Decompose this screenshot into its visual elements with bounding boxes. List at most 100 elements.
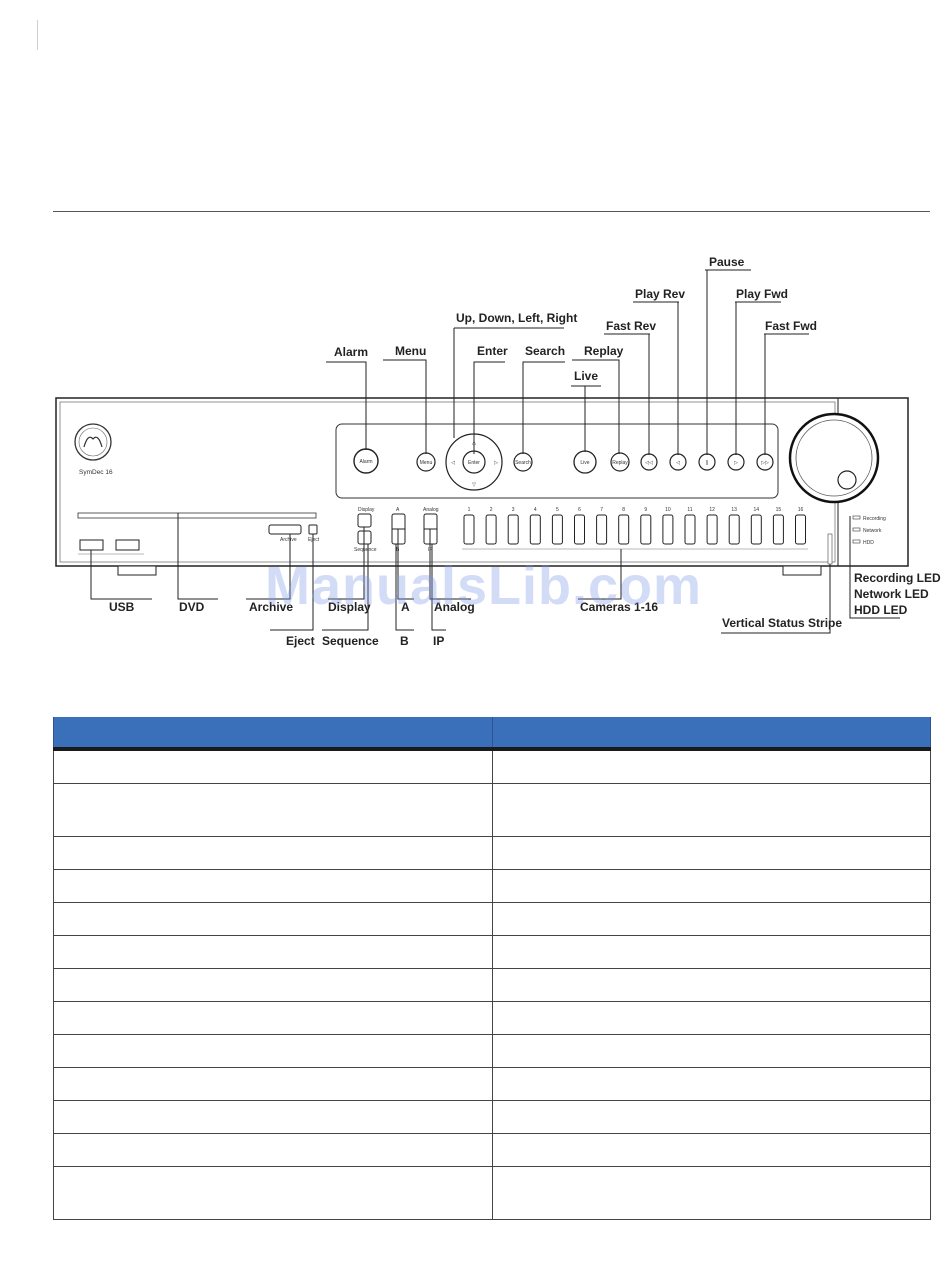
callout-replay: Replay	[584, 344, 624, 358]
table-cell	[491, 836, 931, 870]
callout-recording-led: Recording LED	[854, 571, 941, 585]
camera-number-label: 13	[731, 507, 737, 513]
callout-eject: Eject	[286, 634, 315, 648]
table-row	[53, 1067, 931, 1101]
callout-play-fwd: Play Fwd	[736, 287, 788, 301]
callout-hdd-led: HDD LED	[854, 603, 908, 617]
display-button	[357, 513, 372, 528]
table-row	[53, 869, 931, 903]
camera-button[interactable]	[728, 514, 740, 545]
live-button: Live	[573, 450, 597, 474]
callout-up-down-left-right: Up, Down, Left, Right	[456, 311, 577, 325]
foot-left	[117, 565, 157, 576]
camera-button[interactable]	[640, 514, 652, 545]
callout-enter: Enter	[477, 344, 508, 358]
fast-fwd-button: ▷▷	[756, 453, 774, 471]
camera-button[interactable]	[618, 514, 630, 545]
callout-a: A	[401, 600, 410, 614]
table-header-cell	[53, 717, 493, 751]
table-cell	[53, 1100, 493, 1134]
camera-number-label: 10	[665, 507, 671, 513]
camera-button[interactable]	[706, 514, 718, 545]
table-row	[53, 902, 931, 936]
right-arrow-icon: ▷	[494, 460, 498, 466]
camera-number-label: 6	[578, 507, 581, 513]
svg-text:||: ||	[706, 460, 709, 466]
camera-button[interactable]	[684, 514, 696, 545]
camera-button[interactable]	[463, 514, 475, 545]
callout-vertical-status-stripe: Vertical Status Stripe	[722, 616, 842, 630]
direction-pad: Enter △ ▽ ◁ ▷	[445, 433, 503, 491]
table-cell	[53, 902, 493, 936]
table-cell	[53, 1133, 493, 1167]
table-cell	[53, 1001, 493, 1035]
table-row	[53, 935, 931, 969]
callout-archive: Archive	[249, 600, 293, 614]
table-row	[53, 1133, 931, 1167]
led-indicators: Recording Network HDD	[852, 515, 886, 546]
eject-panel-label: Eject	[308, 537, 320, 543]
svg-text:▷▷: ▷▷	[761, 460, 769, 466]
model-label: SymDec 16	[79, 469, 113, 476]
table-cell	[491, 1034, 931, 1068]
camera-button[interactable]	[750, 514, 762, 545]
analog-panel-label: Analog	[423, 507, 439, 513]
archive-panel-label: Archive	[280, 537, 297, 543]
camera-number-label: 11	[687, 507, 692, 513]
table-row	[53, 1001, 931, 1035]
camera-button[interactable]	[662, 514, 674, 545]
page-top-rule	[53, 211, 930, 212]
callout-menu: Menu	[395, 344, 426, 358]
camera-button[interactable]	[485, 514, 497, 545]
camera-number-label: 4	[534, 507, 537, 513]
dvd-slot	[77, 512, 317, 519]
camera-button[interactable]	[772, 514, 784, 545]
camera-button[interactable]	[795, 514, 806, 545]
play-rev-button: ◁	[669, 453, 687, 471]
callout-analog: Analog	[434, 600, 475, 614]
foot-right	[782, 565, 822, 576]
svg-text:Search: Search	[515, 460, 531, 466]
svg-text:Live: Live	[580, 460, 589, 466]
camera-button[interactable]	[596, 514, 608, 545]
table-cell	[53, 935, 493, 969]
svg-text:▷: ▷	[734, 460, 738, 466]
camera-button[interactable]	[529, 514, 541, 545]
camera-number-label: 5	[556, 507, 559, 513]
table-cell	[491, 1067, 931, 1101]
table-row	[53, 783, 931, 837]
callout-display: Display	[328, 600, 371, 614]
table-cell	[491, 902, 931, 936]
callout-usb: USB	[109, 600, 135, 614]
eject-button	[308, 524, 318, 535]
callout-fast-rev: Fast Rev	[606, 319, 656, 333]
callout-sequence: Sequence	[322, 634, 379, 648]
replay-button: Replay	[610, 452, 630, 472]
camera-button[interactable]	[551, 514, 563, 545]
table-cell	[491, 935, 931, 969]
page-corner-mark	[37, 20, 38, 50]
left-arrow-icon: ◁	[451, 460, 455, 466]
callout-dvd: DVD	[179, 600, 205, 614]
camera-button[interactable]	[507, 514, 519, 545]
table-cell	[491, 748, 931, 784]
camera-number-label: 8	[622, 507, 625, 513]
archive-button	[268, 524, 302, 535]
svg-text:Alarm: Alarm	[359, 459, 372, 465]
camera-number-label: 1	[468, 507, 471, 513]
table-cell	[53, 1067, 493, 1101]
table-cell	[491, 1100, 931, 1134]
table-row	[53, 1166, 931, 1220]
callout-ip: IP	[433, 634, 444, 648]
camera-number-label: 9	[644, 507, 647, 513]
down-arrow-icon: ▽	[472, 482, 476, 488]
table-cell	[53, 1166, 493, 1220]
camera-button[interactable]	[574, 514, 585, 545]
camera-number-label: 2	[490, 507, 493, 513]
table-cell	[491, 869, 931, 903]
enter-button: Enter	[468, 460, 480, 466]
callout-alarm: Alarm	[334, 345, 368, 359]
description-table	[53, 717, 931, 1220]
table-row	[53, 1034, 931, 1068]
callout-b: B	[400, 634, 409, 648]
